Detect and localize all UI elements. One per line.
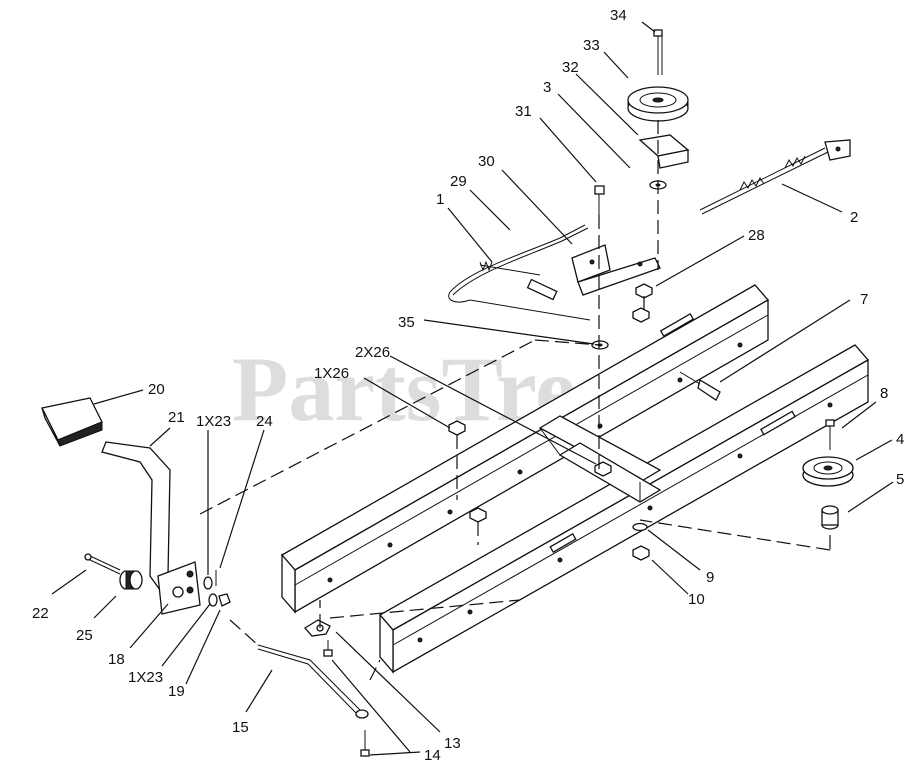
pulley-4 <box>802 456 854 487</box>
callout-22: 22 <box>32 605 49 622</box>
callout-25: 25 <box>76 627 93 644</box>
rod-spring-2 <box>699 139 851 215</box>
callout-9: 9 <box>706 569 714 586</box>
callout-1x23-top: 1X23 <box>196 413 231 430</box>
callout-8: 8 <box>880 385 888 402</box>
callout-2: 2 <box>850 209 858 226</box>
cable-29 <box>448 224 591 321</box>
fitting-7 <box>679 371 721 401</box>
callout-18: 18 <box>108 651 125 668</box>
nut-28 <box>632 283 653 323</box>
pedal-pad-20 <box>41 397 103 447</box>
bolt-14 <box>323 640 370 757</box>
assembly-lines <box>199 120 831 681</box>
bracket-18 <box>157 561 201 615</box>
nut-26 <box>448 420 612 523</box>
bolt-31 <box>594 185 605 215</box>
callout-13: 13 <box>444 735 461 752</box>
callout-21: 21 <box>168 409 185 426</box>
rod-15 <box>257 644 369 719</box>
nut-19 <box>218 593 231 607</box>
bolt-34 <box>653 29 663 75</box>
callout-29: 29 <box>450 173 467 190</box>
callout-5: 5 <box>896 471 904 488</box>
rod-1 <box>479 260 541 276</box>
callout-20: 20 <box>148 381 165 398</box>
callout-1: 1 <box>436 191 444 208</box>
spring <box>526 278 558 301</box>
leader-lines <box>51 21 894 756</box>
callout-2x26: 2X26 <box>355 344 390 361</box>
spacer-5 <box>821 505 839 530</box>
callout-1x23-bottom: 1X23 <box>128 669 163 686</box>
callout-19: 19 <box>168 683 185 700</box>
callout-35: 35 <box>398 314 415 331</box>
frame-rail-left <box>280 284 770 614</box>
callout-15: 15 <box>232 719 249 736</box>
washer-23 <box>203 576 218 607</box>
callout-33: 33 <box>583 37 600 54</box>
clamp-13 <box>304 619 331 637</box>
callout-31: 31 <box>515 103 532 120</box>
callout-4: 4 <box>896 431 904 448</box>
nut-10 <box>632 545 650 561</box>
callout-labels: 34 33 32 3 31 30 29 1 2 28 7 35 2X26 1X2… <box>32 7 904 764</box>
callout-7: 7 <box>860 291 868 308</box>
callout-28: 28 <box>748 227 765 244</box>
bolt-22 <box>84 553 121 575</box>
bracket-32 <box>638 134 690 169</box>
callout-3: 3 <box>543 79 551 96</box>
callout-10: 10 <box>688 591 705 608</box>
bushing-25 <box>119 570 143 590</box>
bolt-8 <box>825 419 835 450</box>
idler-pulley-33 <box>627 86 689 122</box>
callout-30: 30 <box>478 153 495 170</box>
callout-34: 34 <box>610 7 627 24</box>
callout-14: 14 <box>424 747 441 764</box>
callout-32: 32 <box>562 59 579 76</box>
callout-1x26: 1X26 <box>314 365 349 382</box>
washer-9 <box>632 522 648 532</box>
pedal-arm-21 <box>101 441 177 591</box>
callout-24: 24 <box>256 413 273 430</box>
